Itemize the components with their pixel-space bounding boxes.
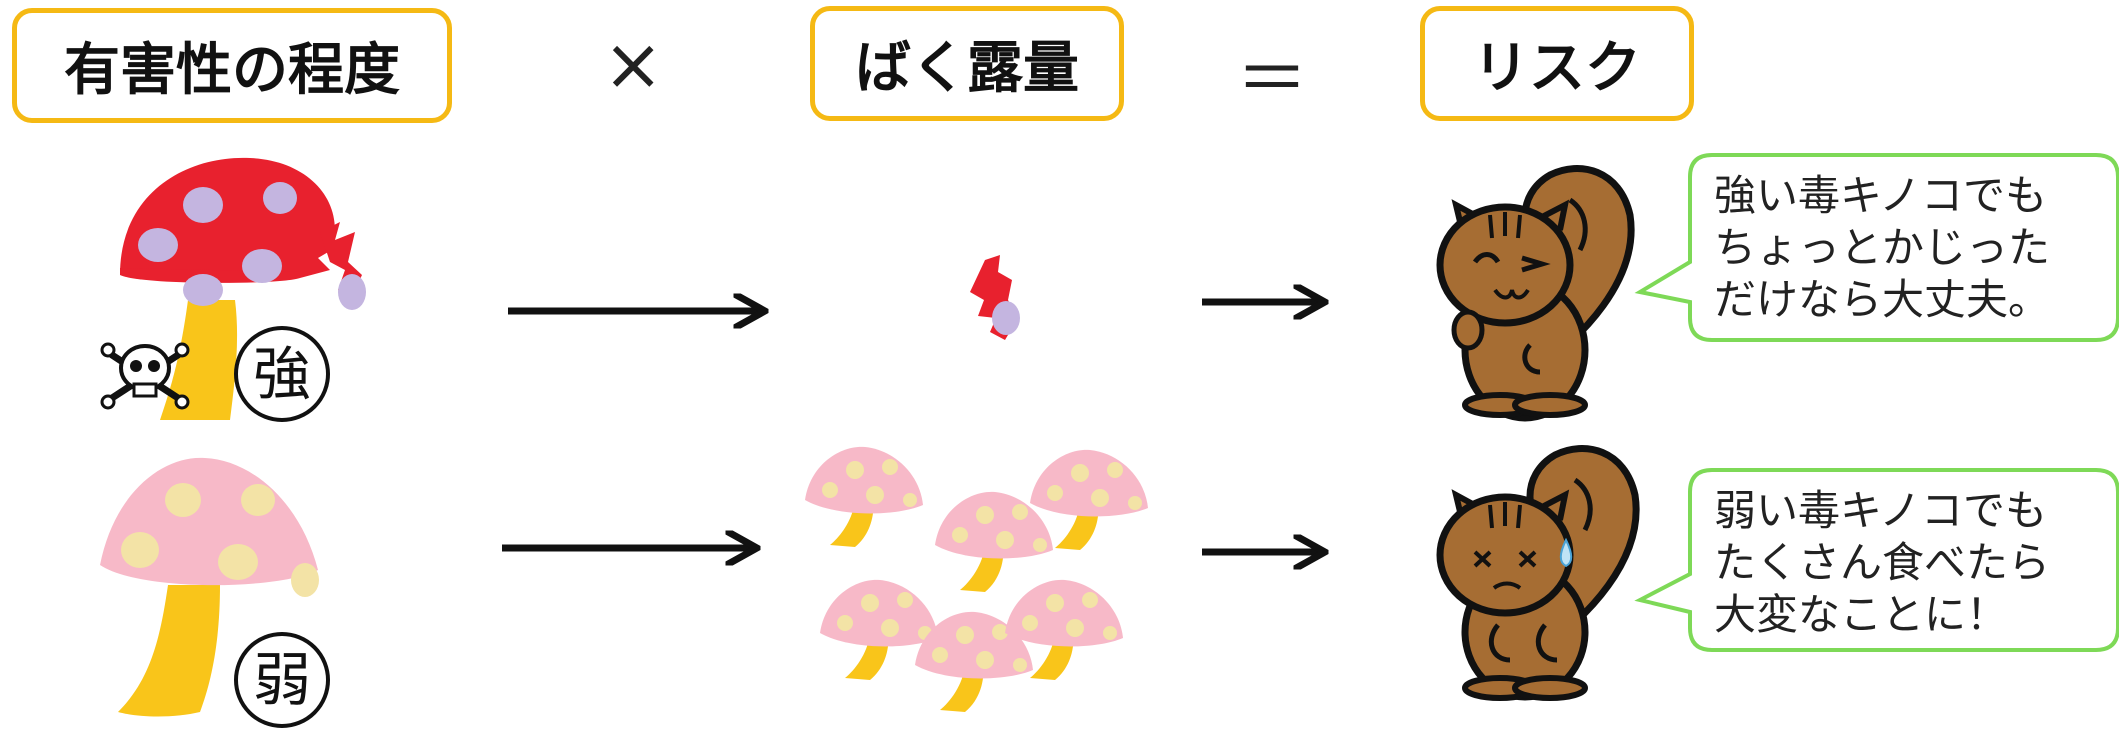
exposure-label: ばく露量 (855, 36, 1079, 101)
weak-badge: 弱 (234, 632, 330, 728)
speech-bubble-top (1634, 153, 2119, 342)
risk-box: リスク (1420, 6, 1694, 121)
exposure-box: ばく露量 (810, 6, 1124, 121)
bitten-mushroom-piece (970, 255, 1020, 340)
small-mushroom (1005, 579, 1123, 680)
strong-badge: 強 (234, 326, 330, 422)
speech-bubble-top-text: 強い毒キノコでも ちょっとかじった だけなら大丈夫。 (1714, 171, 2051, 324)
hazard-level-label: 有害性の程度 (64, 38, 400, 103)
happy-squirrel (1436, 165, 1635, 422)
skull-crossbones-icon (100, 342, 190, 410)
mushroom-pile (805, 446, 1148, 712)
sick-squirrel (1436, 445, 1640, 701)
weak-badge-text: 弱 (253, 646, 311, 714)
times-operator: × (603, 22, 664, 106)
toxic-mushroom-strong (120, 157, 366, 420)
small-mushroom (1030, 449, 1148, 550)
risk-label: リスク (1473, 36, 1641, 101)
small-mushroom (820, 579, 938, 680)
speech-bubble-bottom (1634, 468, 2119, 652)
equals-operator: ＝ (1236, 37, 1309, 121)
weak-mushroom (100, 457, 319, 717)
hazard-level-box: 有害性の程度 (12, 8, 452, 123)
small-mushroom (915, 611, 1033, 712)
small-mushroom (935, 491, 1053, 592)
speech-bubble-bottom-text: 弱い毒キノコでも たくさん食べたら 大変なことに！ (1714, 486, 2051, 639)
small-mushroom (805, 446, 923, 547)
strong-badge-text: 強 (253, 340, 311, 408)
